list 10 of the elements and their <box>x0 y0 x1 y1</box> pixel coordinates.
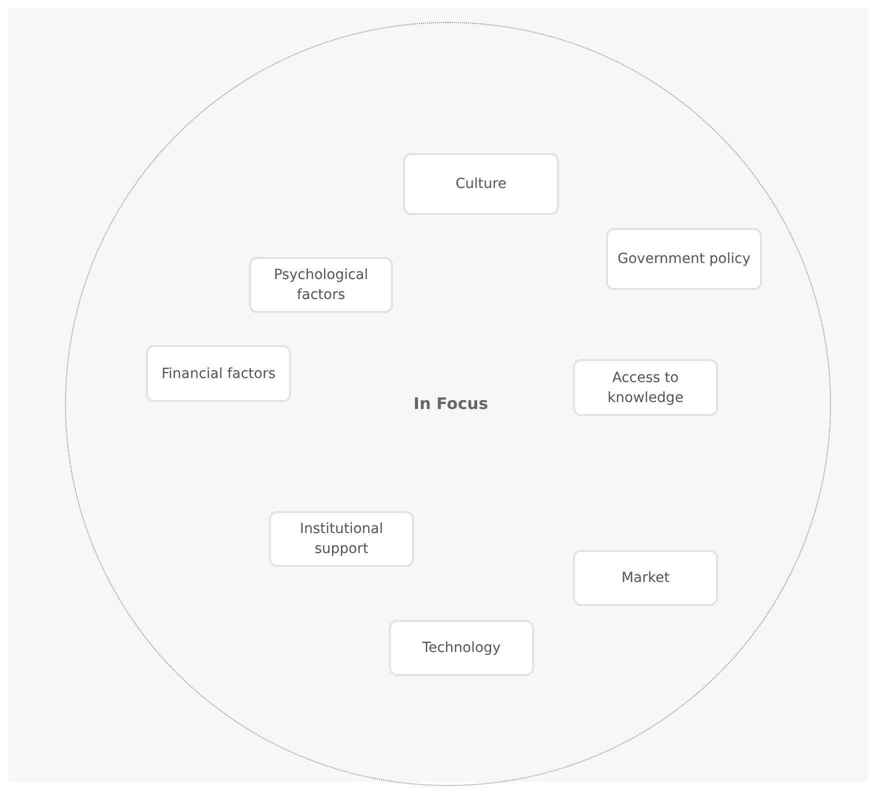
factor-box: Psychological factors <box>249 257 393 313</box>
factor-box: Technology <box>389 620 534 676</box>
focus-circle <box>65 22 831 786</box>
factor-box: Institutional support <box>269 511 414 567</box>
factor-box: Access to knowledge <box>573 359 718 416</box>
center-label: In Focus <box>414 394 488 412</box>
factor-box: Government policy <box>606 228 762 290</box>
factor-box: Culture <box>403 153 559 215</box>
factor-box: Financial factors <box>146 345 291 402</box>
factor-box: Market <box>573 550 718 606</box>
